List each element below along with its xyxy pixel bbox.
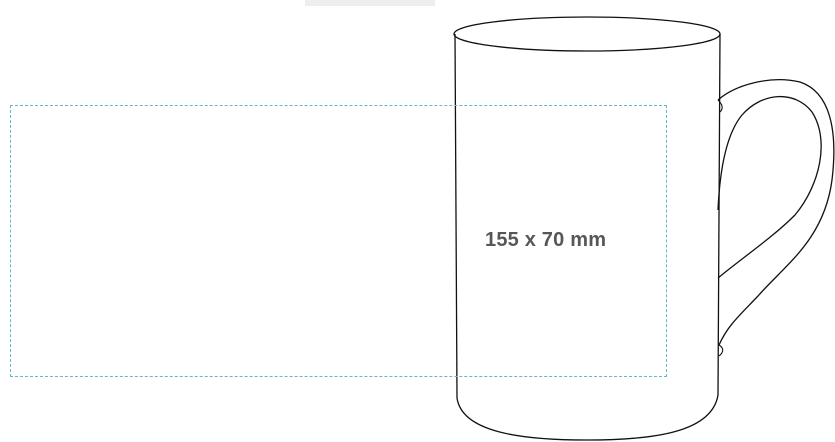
mug-handle-inner <box>717 95 822 279</box>
mug-body-left <box>454 33 458 399</box>
mug-base <box>456 394 719 441</box>
mug-handle-joint-bottom <box>718 344 724 357</box>
dimensions-label: 155 x 70 mm <box>485 229 607 251</box>
print-area-box <box>10 105 667 377</box>
mug-rim <box>453 16 721 52</box>
top-shadow <box>305 0 435 6</box>
mug-handle-outer <box>717 79 835 346</box>
mug-handle-joint-top <box>717 99 723 113</box>
mug-body-right <box>717 33 721 396</box>
